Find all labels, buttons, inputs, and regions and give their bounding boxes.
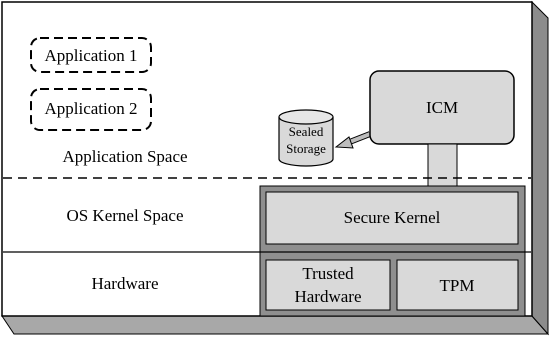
frame-shadow-right bbox=[531, 0, 549, 336]
icm-label: ICM bbox=[426, 98, 458, 117]
sealed-storage-cylinder: Sealed Storage bbox=[278, 109, 334, 167]
sealed-storage-label-line1: Sealed bbox=[289, 124, 324, 139]
trusted-hardware-label-line2: Hardware bbox=[294, 287, 361, 306]
trusted-hardware-box bbox=[265, 259, 391, 311]
application-1-box: Application 1 bbox=[30, 37, 152, 73]
secure-kernel-box bbox=[265, 191, 519, 245]
sealed-storage-label-line2: Storage bbox=[286, 141, 326, 156]
application-2-label: Application 2 bbox=[44, 99, 137, 118]
frame-shadow-bottom bbox=[1, 315, 550, 335]
os-kernel-space-label: OS Kernel Space bbox=[66, 206, 183, 225]
icm-connector bbox=[427, 143, 458, 187]
tpm-box bbox=[396, 259, 519, 311]
application-1-label: Application 1 bbox=[44, 46, 137, 65]
hardware-label: Hardware bbox=[91, 274, 158, 293]
secure-kernel-label: Secure Kernel bbox=[344, 208, 441, 227]
tpm-label: TPM bbox=[440, 276, 475, 295]
trusted-hardware-label-line1: Trusted bbox=[302, 264, 354, 283]
application-2-box: Application 2 bbox=[30, 88, 152, 131]
icm-to-storage-arrow bbox=[334, 131, 372, 149]
application-space-label: Application Space bbox=[62, 147, 187, 166]
